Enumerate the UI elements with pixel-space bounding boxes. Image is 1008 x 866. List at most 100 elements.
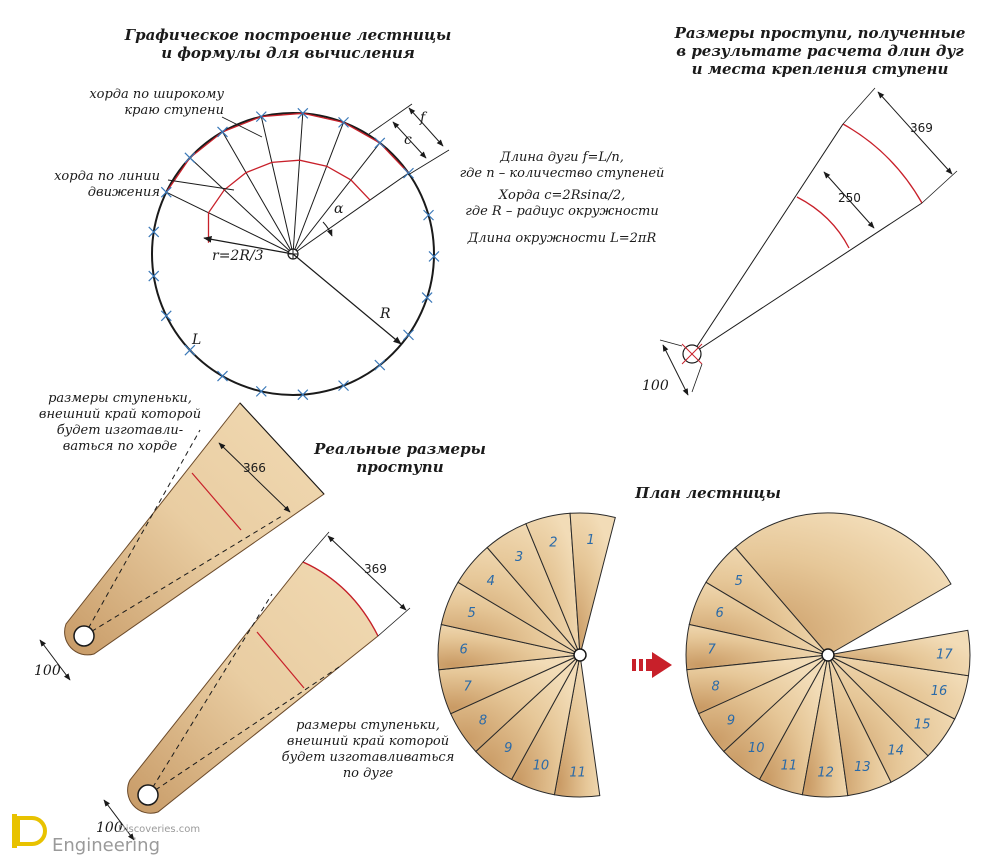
plan-center-post xyxy=(573,648,587,662)
formula-line5: Длина окружности L=2πR xyxy=(467,231,657,246)
dim-369-bottom xyxy=(327,535,407,611)
division-tick xyxy=(421,292,433,303)
construction-ray xyxy=(222,131,294,255)
dim-c xyxy=(392,121,427,159)
outer-chord-line xyxy=(165,112,409,193)
plan-step-number: 12 xyxy=(817,765,834,780)
logo-sub: Discoveries.com xyxy=(118,824,200,835)
title-plan: План лестницы xyxy=(634,484,781,502)
label-f: f xyxy=(419,110,428,126)
label-r: r=2R/3 xyxy=(212,248,264,264)
title-real-line2: проступи xyxy=(356,458,443,476)
plan-step-number: 10 xyxy=(748,741,765,756)
plan-step-number: 17 xyxy=(936,647,953,662)
division-tick xyxy=(160,310,172,322)
division-tick xyxy=(374,137,386,149)
division-tick xyxy=(297,107,309,119)
dim-100-bottom-label: 100 xyxy=(96,820,123,836)
label-c: c xyxy=(404,132,412,148)
construction-ray xyxy=(166,191,294,255)
plan-landing xyxy=(734,512,952,656)
tread-chord-hole xyxy=(73,625,95,647)
label-chord-step-line1: размеры ступеньки, xyxy=(48,391,192,406)
plan-step-number: 13 xyxy=(854,760,871,775)
label-chord-motion-line2: движения xyxy=(88,185,160,200)
dim-250-label: 250 xyxy=(838,191,861,205)
label-arc-step-line1: размеры ступеньки, xyxy=(296,718,440,733)
division-tick xyxy=(374,359,386,371)
division-tick xyxy=(338,116,349,128)
division-tick xyxy=(338,380,349,392)
plan-step-number: 7 xyxy=(463,680,472,695)
formula-line3: Хорда c=2Rsinα/2, xyxy=(498,188,626,203)
construction-drawing: R r=2R/3 L α f c xyxy=(148,103,450,401)
radius-r-line xyxy=(203,236,294,255)
transition-arrow-icon xyxy=(632,652,672,678)
plan-step xyxy=(827,629,971,677)
plan-step-number: 2 xyxy=(549,536,557,551)
construction-ray xyxy=(292,122,344,255)
dim-100-top-label: 100 xyxy=(642,378,669,394)
division-tick xyxy=(148,226,160,238)
plan-step-number: 16 xyxy=(931,684,948,699)
division-tick xyxy=(217,370,228,382)
tread-chord-red-line xyxy=(191,472,242,531)
label-chord-wide-line2: краю ступени xyxy=(124,103,224,118)
inner-chord-line xyxy=(207,159,371,243)
main-circle xyxy=(151,112,435,396)
dim-369-top xyxy=(877,91,953,175)
plan-step-number: 3 xyxy=(515,550,523,565)
division-tick xyxy=(255,111,267,123)
division-tick xyxy=(184,152,196,164)
tread-arc-hole xyxy=(137,784,159,806)
construction-ray xyxy=(189,157,294,255)
division-ticks xyxy=(148,107,440,401)
dim-100-top xyxy=(662,344,689,396)
formula-line2: где n – количество ступеней xyxy=(460,166,665,181)
plan-step-number: 1 xyxy=(586,533,594,548)
construction-ray xyxy=(260,116,294,255)
division-tick xyxy=(160,186,172,198)
plan-step-number: 10 xyxy=(533,759,550,774)
label-chord-step-line2: внешний край которой xyxy=(39,407,201,422)
plan-step-number: 11 xyxy=(781,759,798,774)
dim-100-left-label: 100 xyxy=(34,663,61,679)
dim-366-label: 366 xyxy=(243,461,266,475)
label-R: R xyxy=(379,306,391,322)
title-construction-line2: и формулы для вычисления xyxy=(161,44,415,62)
dim-369-top-label: 369 xyxy=(910,121,933,135)
tread-outline-drawing: 369 250 100 xyxy=(642,87,958,396)
plan-step-number: 5 xyxy=(735,574,743,589)
dim-f xyxy=(408,107,444,147)
plan-step-number: 9 xyxy=(727,713,735,728)
label-chord-step-line4: ваться по хорде xyxy=(63,439,178,454)
title-dimensions-line2: в результате расчета длин дуг xyxy=(676,42,964,60)
plan-center-post xyxy=(821,648,835,662)
label-L: L xyxy=(191,332,201,348)
title-real-line1: Реальные размеры xyxy=(313,440,486,458)
engineering-discoveries-logo: Engineering Discoveries.com xyxy=(12,814,200,856)
label-arc-step-line2: внешний край которой xyxy=(287,734,449,749)
plan-step-number: 6 xyxy=(716,606,724,621)
plan-step-number: 14 xyxy=(888,744,905,759)
plan-step-number: 6 xyxy=(460,643,468,658)
tread-chord: 366 100 xyxy=(34,402,325,681)
plan-step-number: 8 xyxy=(479,713,487,728)
division-tick xyxy=(297,389,309,401)
construction-ray xyxy=(292,172,409,255)
logo-text: Engineering xyxy=(52,835,160,856)
dim-250 xyxy=(823,171,875,229)
plan-step-number: 15 xyxy=(914,717,931,732)
title-dimensions-line1: Размеры проступи, полученные xyxy=(674,24,966,42)
division-tick xyxy=(255,385,267,397)
label-chord-wide-line1: хорда по широкому xyxy=(89,87,224,102)
tread-arc: 369 100 xyxy=(96,531,411,841)
formula-line4: где R – радиус окружности xyxy=(465,204,658,219)
plan-step-number: 8 xyxy=(711,680,719,695)
construction-ray xyxy=(292,142,381,255)
title-dimensions-line3: и места крепления ступени xyxy=(692,60,949,78)
construction-ray xyxy=(292,113,304,255)
dim-100-bottom xyxy=(103,799,135,841)
